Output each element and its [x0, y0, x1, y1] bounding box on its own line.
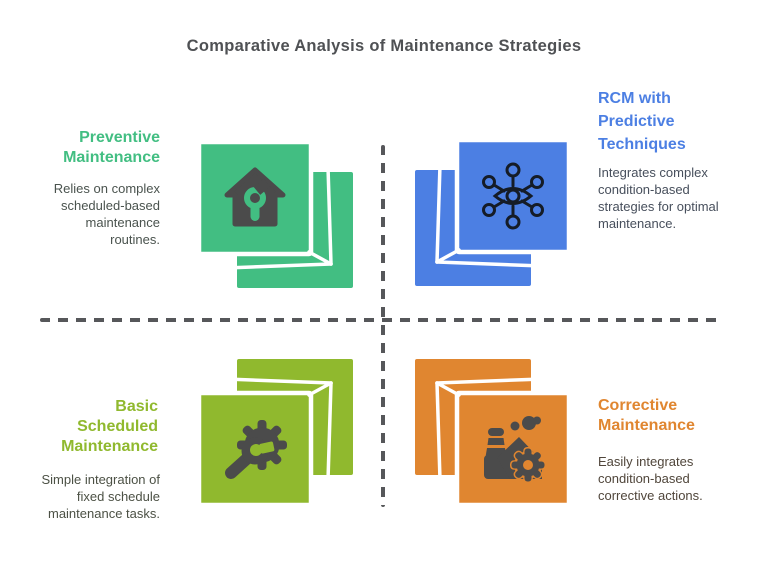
cube-front-face [454, 137, 572, 255]
cube-wireframe [200, 377, 333, 504]
cube-graphic-lime [196, 359, 353, 508]
quadrant-description: Easily integrates condition-based correc… [598, 454, 703, 503]
diagram-title: Comparative Analysis of Maintenance Stra… [186, 37, 582, 55]
quadrant-description: Relies on complex scheduled-based mainte… [53, 181, 160, 247]
cube-graphic-green [196, 139, 353, 288]
quadrant-heading: Corrective Maintenance [598, 397, 695, 434]
vertical-divider [381, 145, 385, 507]
quadrant-heading: Preventive Maintenance [63, 129, 160, 166]
quadrant-heading: RCM with Predictive Techniques [598, 90, 686, 153]
cube-wireframe [200, 143, 333, 270]
quadrant-heading: Basic Scheduled Maintenance [61, 398, 158, 455]
cube-wireframe [435, 141, 568, 268]
factory-gear-icon [484, 416, 546, 483]
cube-graphic-blue [415, 137, 572, 286]
quadrant-description: Simple integration of fixed schedule mai… [41, 472, 160, 521]
house-wrench-icon [224, 167, 286, 227]
cube-wireframe [435, 377, 568, 504]
predictive-eye-network-icon [482, 162, 544, 230]
quadrant-description: Integrates complex condition-based strat… [598, 165, 719, 231]
gear-wrench-icon [225, 420, 287, 480]
cube-graphic-orange [415, 359, 572, 508]
